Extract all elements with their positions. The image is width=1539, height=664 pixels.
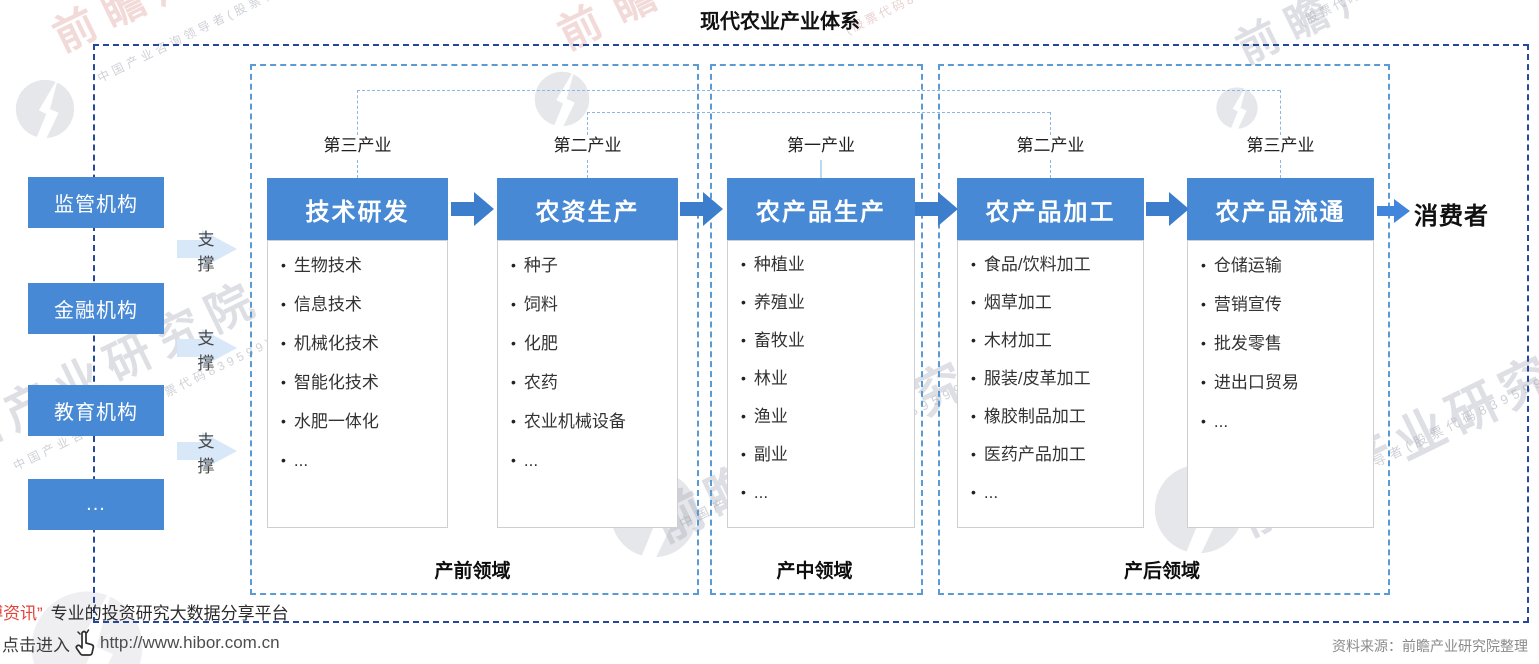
list-item: ...	[281, 448, 441, 473]
consumer-label: 消费者	[1414, 203, 1489, 230]
list-item: 林业	[741, 366, 908, 391]
hand-cursor-icon	[75, 629, 95, 656]
label-box-stub	[1280, 160, 1281, 178]
column-header: 农资生产	[497, 178, 678, 240]
hibor-brand-text: 博资讯”	[0, 604, 43, 623]
list-item: ...	[1201, 409, 1367, 434]
list-item: 农业机械设备	[511, 409, 671, 434]
support-arrow-label: 支撑	[197, 432, 215, 476]
industry-label: 第三产业	[1246, 136, 1315, 155]
support-arrow-icon	[177, 230, 237, 268]
list-item: 服装/皮革加工	[971, 366, 1137, 391]
list-item: 食品/饮料加工	[971, 252, 1137, 277]
list-item: 橡胶制品加工	[971, 404, 1137, 429]
list-item: 种子	[511, 253, 671, 278]
page-title: 现代农业产业体系	[700, 11, 860, 33]
chain-column-tech-rd: 第三产业 技术研发 生物技术 信息技术 机械化技术 智能化技术 水肥一体化 ..…	[267, 131, 448, 531]
list-item: ...	[741, 480, 908, 505]
watermark-logo-icon	[15, 78, 75, 140]
chain-column-agri-processing: 第二产业 农产品加工 食品/饮料加工 烟草加工 木材加工 服装/皮革加工 橡胶制…	[957, 131, 1144, 531]
list-item: 信息技术	[281, 292, 441, 317]
list-item: 生物技术	[281, 253, 441, 278]
list-item: 智能化技术	[281, 370, 441, 395]
platform-tagline: 专业的投资研究大数据分享平台	[50, 604, 289, 623]
connector-stub	[1050, 112, 1051, 135]
label-box-stub	[1050, 160, 1051, 178]
chain-column-agri-production: 第一产业 农产品生产 种植业 养殖业 畜牧业 林业 渔业 副业 ...	[727, 131, 915, 531]
chain-column-agri-supplies: 第二产业 农资生产 种子 饲料 化肥 农药 农业机械设备 ...	[497, 131, 678, 531]
list-item: 仓储运输	[1201, 253, 1367, 278]
support-box-regulator: 监管机构	[28, 177, 164, 228]
list-item: 进出口贸易	[1201, 370, 1367, 395]
phase-label-pre-production: 产前领域	[434, 561, 511, 582]
phase-label-mid-production: 产中领域	[776, 561, 853, 582]
list-item: 畜牧业	[741, 328, 908, 353]
column-body: 食品/饮料加工 烟草加工 木材加工 服装/皮革加工 橡胶制品加工 医药产品加工 …	[957, 240, 1144, 528]
phase-label-post-production: 产后领域	[1123, 561, 1200, 582]
click-enter-label: 点击进入	[2, 635, 70, 655]
hibor-url-link[interactable]: http://www.hibor.com.cn	[100, 633, 280, 652]
list-item: 渔业	[741, 404, 908, 429]
flow-arrow-icon	[451, 192, 494, 226]
footer-platform-line: 博资讯” 专业的投资研究大数据分享平台	[0, 599, 289, 624]
column-body: 生物技术 信息技术 机械化技术 智能化技术 水肥一体化 ...	[267, 240, 448, 528]
list-item: 养殖业	[741, 290, 908, 315]
list-item: 农药	[511, 370, 671, 395]
flow-arrow-icon	[680, 192, 723, 226]
list-item: 种植业	[741, 252, 908, 277]
support-arrow-label: 支撑	[197, 230, 215, 274]
list-item: 水肥一体化	[281, 409, 441, 434]
post-production-container	[938, 64, 1390, 595]
industry-label: 第三产业	[323, 136, 392, 155]
list-item: 医药产品加工	[971, 442, 1137, 467]
support-arrow-label: 支撑	[197, 329, 215, 373]
industry-label: 第二产业	[1016, 136, 1085, 155]
label-box-stub	[357, 160, 358, 178]
column-body: 种植业 养殖业 畜牧业 林业 渔业 副业 ...	[727, 240, 915, 528]
support-arrow-icon	[177, 329, 237, 367]
data-source-note: 资料来源：前瞻产业研究院整理	[1332, 638, 1528, 654]
list-item: 机械化技术	[281, 331, 441, 356]
tertiary-industry-connector-line	[357, 90, 1280, 91]
connector-stub	[1280, 90, 1281, 135]
pre-production-container	[250, 64, 699, 595]
support-box-finance: 金融机构	[28, 283, 164, 334]
industry-label: 第一产业	[787, 136, 855, 155]
support-box-education: 教育机构	[28, 385, 164, 436]
list-item: 批发零售	[1201, 331, 1367, 356]
list-item: 副业	[741, 442, 908, 467]
label-box-stub	[820, 160, 822, 178]
flow-arrow-icon	[1377, 199, 1410, 223]
connector-stub	[587, 112, 588, 135]
column-header: 技术研发	[267, 178, 448, 240]
connector-stub	[357, 90, 358, 135]
industry-label: 第二产业	[553, 136, 622, 155]
column-header: 农产品加工	[957, 178, 1144, 240]
column-header: 农产品生产	[727, 178, 915, 240]
flow-arrow-icon	[915, 192, 958, 226]
support-box-more: ...	[28, 479, 164, 530]
column-header: 农产品流通	[1187, 178, 1374, 240]
column-body: 种子 饲料 化肥 农药 农业机械设备 ...	[497, 240, 678, 528]
column-body: 仓储运输 营销宣传 批发零售 进出口贸易 ...	[1187, 240, 1374, 528]
label-box-stub	[587, 160, 588, 178]
secondary-industry-connector-line	[587, 112, 1050, 113]
chain-column-agri-distribution: 第三产业 农产品流通 仓储运输 营销宣传 批发零售 进出口贸易 ...	[1187, 131, 1374, 531]
list-item: 营销宣传	[1201, 292, 1367, 317]
list-item: ...	[971, 480, 1137, 505]
list-item: 烟草加工	[971, 290, 1137, 315]
support-arrow-icon	[177, 432, 237, 470]
footer-link-line: 点击进入 http://www.hibor.com.cn	[2, 629, 280, 657]
mid-production-container	[710, 64, 923, 595]
list-item: ...	[511, 448, 671, 473]
flow-arrow-icon	[1146, 192, 1189, 226]
list-item: 化肥	[511, 331, 671, 356]
list-item: 木材加工	[971, 328, 1137, 353]
list-item: 饲料	[511, 292, 671, 317]
